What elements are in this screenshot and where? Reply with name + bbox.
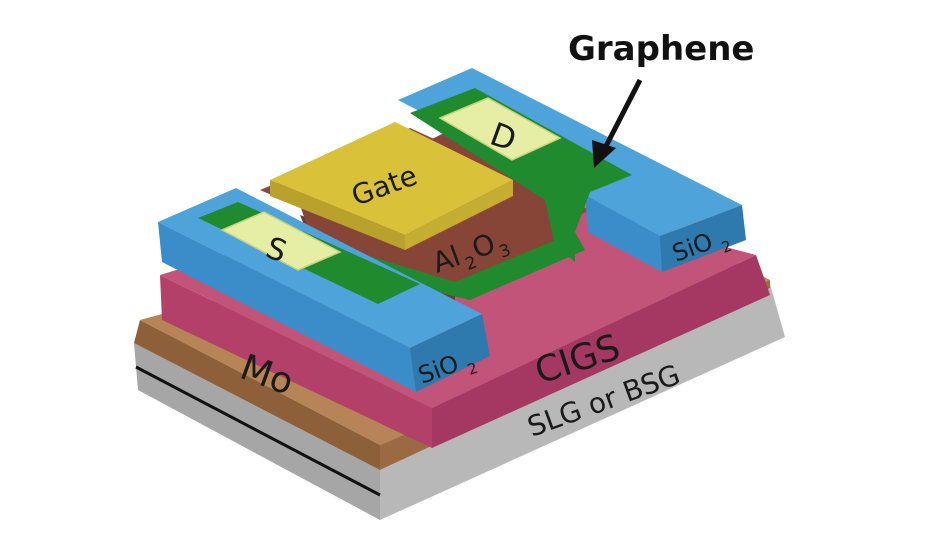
graphene-arrow <box>592 78 643 168</box>
gate-front-right <box>405 180 513 250</box>
source-contact <box>220 211 342 271</box>
sio2-right-side <box>660 205 746 272</box>
substrate-edge <box>135 365 381 497</box>
cigs-side <box>432 255 770 448</box>
mo-front <box>134 320 380 470</box>
sio2-left-side <box>410 314 490 392</box>
cigs-front <box>160 275 432 448</box>
substrate-side <box>380 284 785 520</box>
gate-top <box>270 122 513 235</box>
sio2-right-front <box>585 195 662 272</box>
sio2-left-front <box>158 222 416 392</box>
graphene-label: Graphene <box>568 29 755 69</box>
drain-contact <box>438 97 562 161</box>
gate-front-left <box>270 180 405 250</box>
